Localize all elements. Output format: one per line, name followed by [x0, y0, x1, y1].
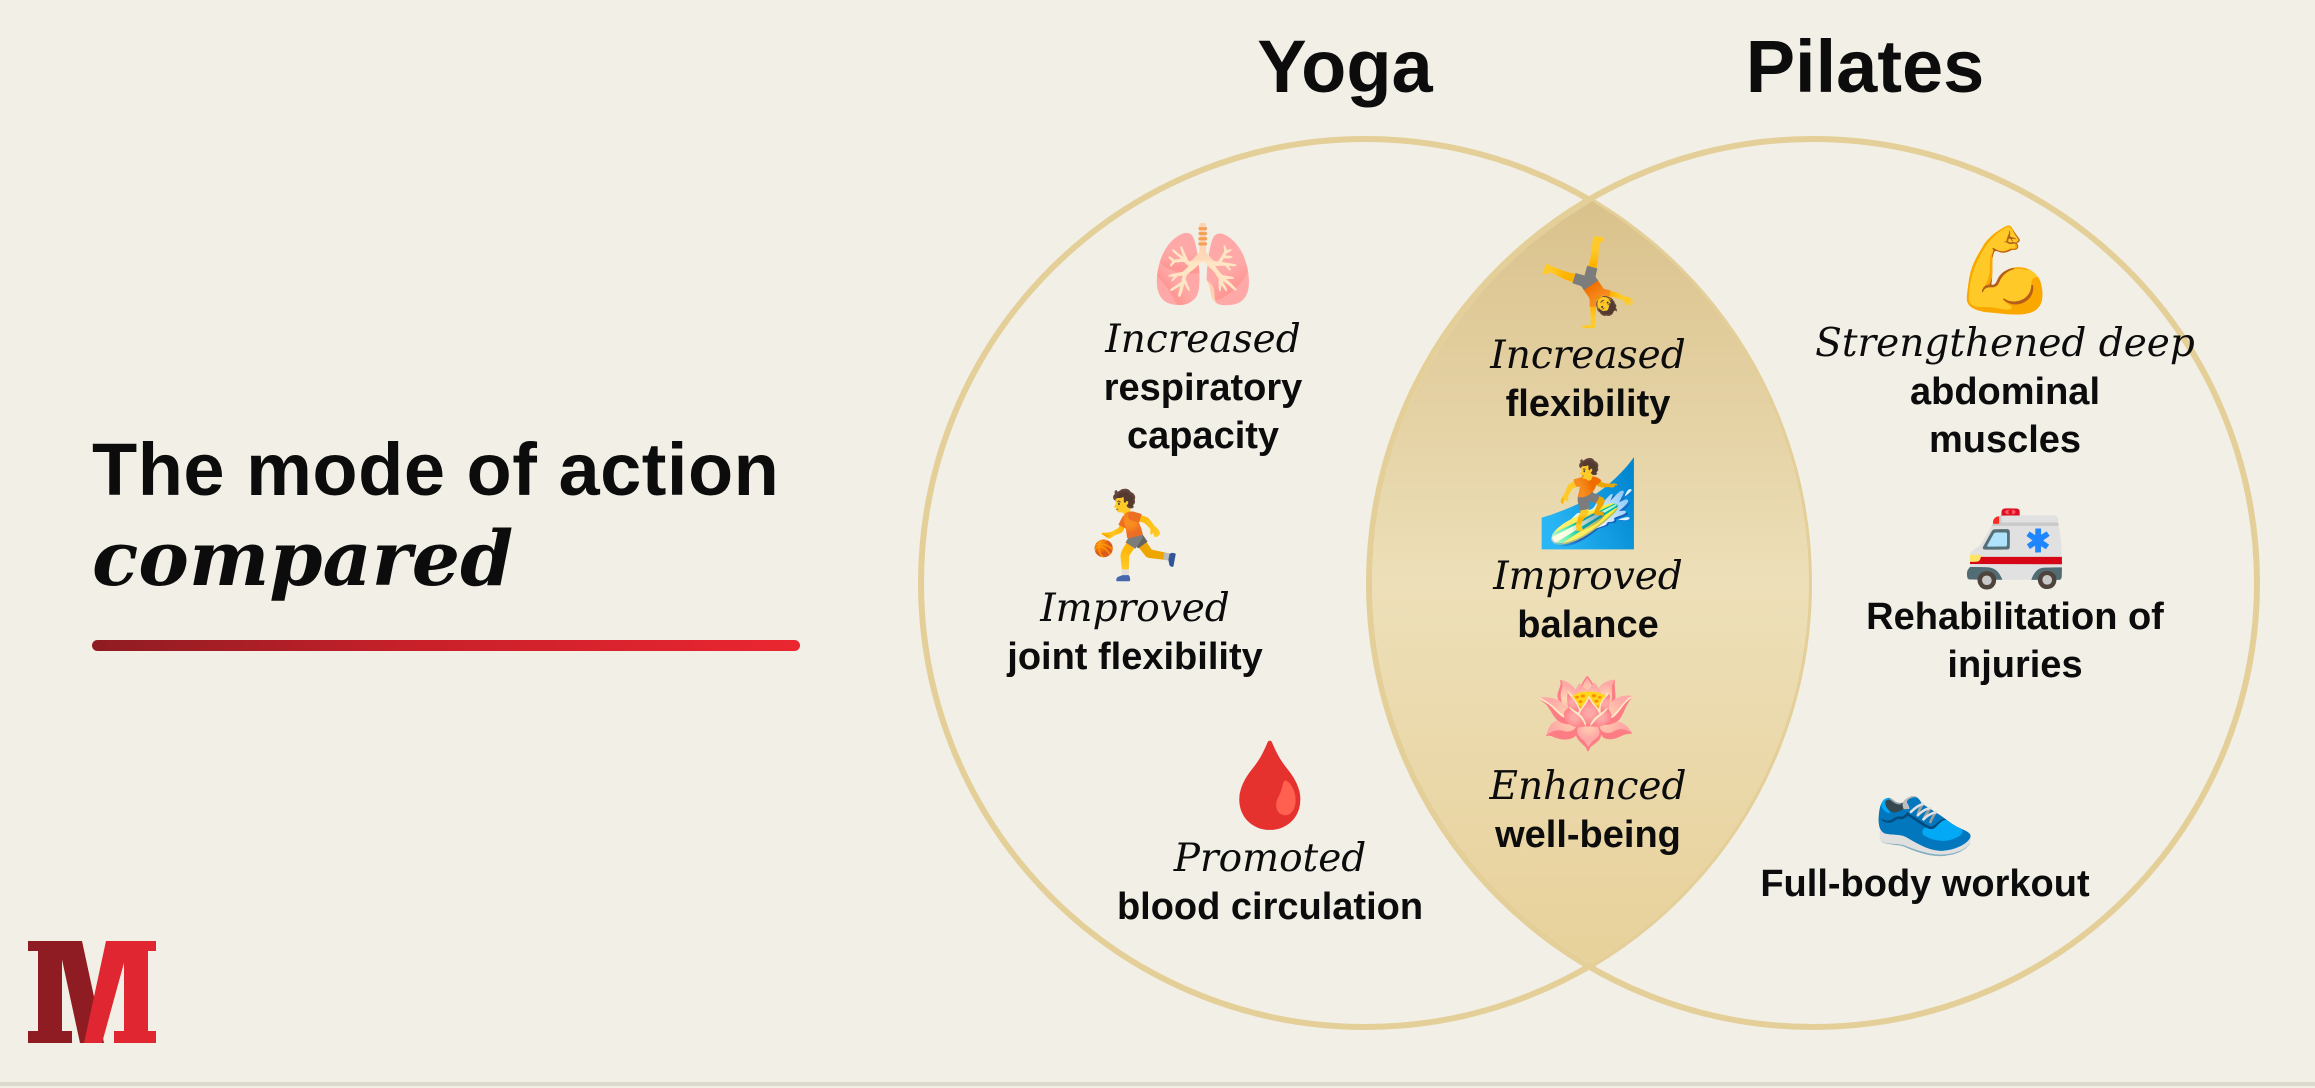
item-qualifier: Strengthened deep	[1815, 321, 2195, 366]
flexed-biceps-icon: 💪	[1952, 221, 2058, 319]
item-main: Rehabilitation of	[1866, 596, 2164, 638]
item-qualifier: Increased	[1490, 333, 1686, 378]
item-main: abdominal	[1909, 371, 2101, 413]
item-main: muscles	[1928, 419, 2082, 461]
item-main: balance	[1517, 604, 1659, 646]
item-qualifier: Improved	[1040, 586, 1230, 631]
drop-of-blood-icon: 🩸	[1217, 736, 1323, 834]
pilates-label: Pilates	[1745, 25, 1985, 108]
title-subtitle: compared	[92, 514, 514, 603]
item-qualifier: Improved	[1493, 554, 1683, 599]
running-shoe-icon: 👟	[1872, 761, 1978, 859]
lungs-icon: 🫁	[1150, 217, 1256, 315]
title-main: The mode of action	[92, 428, 780, 511]
item-main: flexibility	[1505, 383, 1671, 425]
item-main: well-being	[1495, 814, 1681, 856]
lotus-icon: 🪷	[1535, 664, 1641, 762]
overlap-region	[1372, 142, 1809, 1024]
both-item-balance: 🏄 Improved balance	[1448, 453, 1728, 649]
item-main: blood circulation	[1116, 886, 1424, 928]
pilates-circle	[1366, 136, 2260, 1030]
item-main: capacity	[1126, 415, 1280, 457]
ambulance-icon: 🚑	[1962, 494, 2068, 592]
yoga-item-blood-circulation: 🩸 Promoted blood circulation	[1090, 735, 1450, 931]
item-qualifier: Enhanced	[1489, 764, 1687, 809]
yoga-label: Yoga	[1257, 25, 1433, 108]
item-main: injuries	[1947, 644, 2083, 686]
brand-logo	[28, 941, 156, 1043]
both-item-well-being: 🪷 Enhanced well-being	[1448, 663, 1728, 859]
yoga-item-respiratory: 🫁 Increased respiratory capacity	[1043, 216, 1363, 460]
both-item-flexibility: 🤸 Increased flexibility	[1448, 232, 1728, 428]
yoga-item-joint-flexibility: ⛹️ Improved joint flexibility	[955, 485, 1315, 681]
surfer-icon: 🏄	[1535, 454, 1641, 552]
title-block: The mode of action compared	[92, 425, 812, 603]
pilates-item-full-body: 👟 Full-body workout	[1735, 760, 2115, 908]
item-qualifier: Promoted	[1173, 836, 1367, 881]
item-main: joint flexibility	[1007, 636, 1263, 678]
title-underline	[92, 640, 800, 651]
item-main: respiratory	[1103, 367, 1303, 409]
pilates-item-rehabilitation: 🚑 Rehabilitation of injuries	[1835, 493, 2195, 689]
pilates-item-abdominal: 💪 Strengthened deep abdominal muscles	[1815, 220, 2195, 464]
item-qualifier: Increased	[1105, 317, 1301, 362]
item-main: Full-body workout	[1760, 863, 2090, 905]
basketball-player-icon: ⛹️	[1082, 486, 1188, 584]
cartwheel-icon: 🤸	[1535, 233, 1641, 331]
